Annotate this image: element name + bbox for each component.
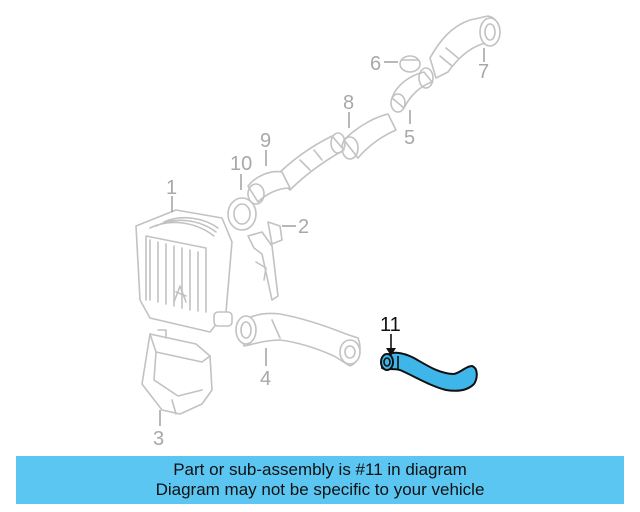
callout-9: 9 [260,130,271,152]
callout-10: 10 [230,153,252,175]
callout-3: 3 [153,428,164,450]
part-7-upper-hose [429,15,501,79]
part-9-pipe [275,132,346,191]
parts-diagram: 7 6 5 8 9 10 [135,15,501,450]
callout-11: 11 [380,314,401,336]
callout-8: 8 [343,92,354,114]
callout-5: 5 [404,127,415,149]
caption-banner: Part or sub-assembly is #11 in diagram D… [16,456,624,504]
part-1-intercooler [135,209,233,333]
callout-4: 4 [260,368,271,390]
part-10-clamp [247,170,291,205]
callout-1: 1 [166,177,177,199]
caption-line-2: Diagram may not be specific to your vehi… [155,480,485,499]
leader-11-arrow [386,348,396,356]
part-4-lower-pipe [235,312,361,367]
callout-7: 7 [478,61,489,83]
part-5-coupling [390,67,434,113]
callout-6: 6 [370,53,381,75]
part-2-bracket [247,221,283,301]
intercooler-collar [227,197,257,231]
part-6-sensor [399,55,421,73]
callout-2: 2 [298,216,309,238]
caption-line-1: Part or sub-assembly is #11 in diagram [173,460,467,479]
part-3-air-duct [141,329,213,415]
part-8-bent-hose [341,113,397,160]
part-11-hose-highlighted[interactable] [380,351,478,392]
